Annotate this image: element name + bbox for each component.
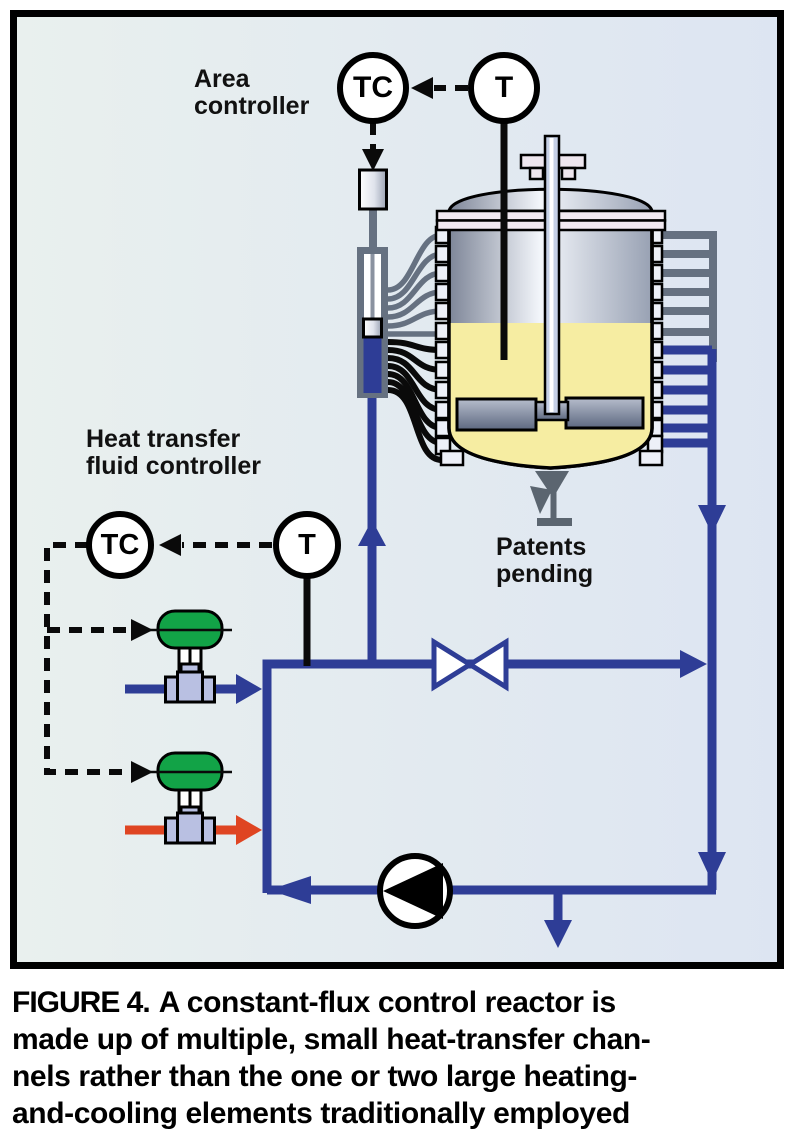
control-valve-hot — [148, 751, 232, 845]
flow-arrow-up — [358, 520, 386, 546]
pump — [377, 853, 453, 929]
signal-arrow — [131, 619, 153, 641]
flow-arrow-right — [680, 650, 707, 678]
htf-t-instrument: T — [273, 511, 341, 579]
drain-valve — [530, 471, 572, 526]
reactor-vessel — [434, 120, 667, 470]
area-controller-label: Area controller — [194, 65, 310, 120]
signal-arrow — [362, 149, 384, 171]
flow-arrow-down-lower — [698, 852, 726, 882]
signal-arrow — [159, 534, 181, 556]
flow-arrow-return — [269, 876, 311, 904]
area-tc-instrument: TC — [337, 52, 409, 124]
flow-arrow-inlet — [236, 674, 262, 704]
coolant-loop-piping — [125, 345, 726, 948]
diagram-frame — [10, 10, 784, 969]
area-t-tag: T — [494, 71, 514, 104]
flow-arrow-drain-branch — [544, 920, 572, 948]
caption-line-3: nels rather than the one or two large he… — [12, 1060, 638, 1093]
control-signal-lines — [44, 77, 468, 783]
caption-figure-number: FIGURE 4. — [12, 986, 151, 1019]
caption-line-4: and-cooling elements traditionally emplo… — [12, 1097, 630, 1130]
flow-arrow-hot-inlet — [236, 815, 262, 845]
vessel-nozzles — [434, 225, 664, 467]
gray-channel-manifold — [656, 231, 717, 362]
caption-line-2: made up of multiple, small heat-transfer… — [12, 1023, 651, 1056]
signal-arrow — [131, 761, 153, 783]
channel-distributor-assembly — [357, 168, 388, 398]
signal-arrow — [411, 77, 433, 99]
control-valve-cold — [148, 609, 232, 704]
manual-valve — [431, 637, 509, 692]
distributor-piston — [362, 317, 383, 339]
flow-arrow-down-upper — [698, 505, 726, 534]
agitator-paddle-right — [564, 396, 645, 430]
area-t-instrument: T — [468, 52, 540, 124]
htf-tc-instrument: TC — [86, 511, 154, 579]
agitator-paddle-left — [455, 397, 538, 432]
area-tc-tag: TC — [353, 71, 393, 104]
htf-tc-tag: TC — [100, 528, 140, 561]
caption-text: A constant-flux control reactor is — [158, 986, 616, 1019]
heat-transfer-fluid-controller-label: Heat transfer fluid controller — [86, 425, 261, 480]
distributor-actuator-cylinder — [358, 168, 388, 211]
htf-t-tag: T — [298, 528, 316, 561]
figure-caption: FIGURE 4.A constant-flux control reactor… — [12, 984, 651, 1132]
black-heat-transfer-channels — [387, 339, 443, 463]
patents-pending-label: Patents pending — [496, 533, 594, 588]
caption-line-1: FIGURE 4.A constant-flux control reactor… — [12, 984, 650, 1021]
reactor-diagram — [10, 10, 784, 969]
